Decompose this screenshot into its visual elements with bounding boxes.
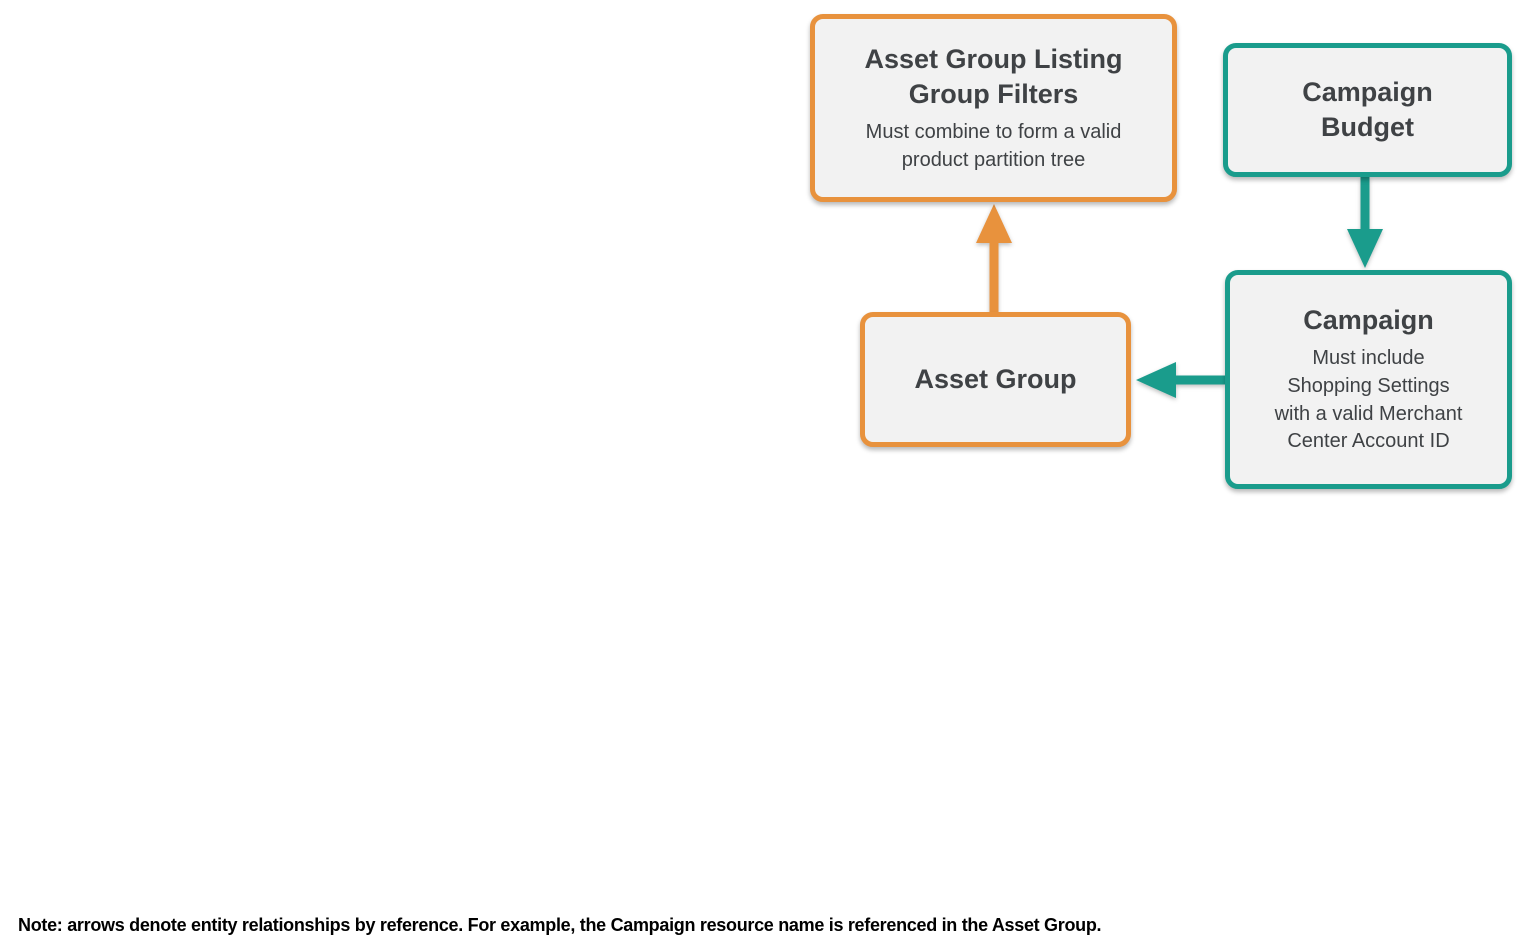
arrow-asset-group-to-listing-filters bbox=[976, 204, 1012, 312]
arrow-campaign-to-asset-group bbox=[1136, 362, 1225, 398]
node-asset-group-listing-group-filters: Asset Group Listing Group Filters Must c… bbox=[810, 14, 1177, 202]
node-title: Asset Group Listing Group Filters bbox=[864, 43, 1123, 109]
node-title: Asset Group bbox=[914, 363, 1077, 394]
arrow-campaign-budget-to-campaign bbox=[1347, 177, 1383, 268]
node-asset-group: Asset Group bbox=[860, 312, 1131, 447]
node-campaign: Campaign Must include Shopping Settings … bbox=[1225, 270, 1512, 489]
node-subtitle: Must include Shopping Settings with a va… bbox=[1274, 347, 1463, 453]
node-title: Campaign bbox=[1303, 305, 1434, 336]
node-title: Campaign Budget bbox=[1302, 76, 1433, 142]
footnote: Note: arrows denote entity relationships… bbox=[18, 915, 1102, 935]
node-subtitle: Must combine to form a valid product par… bbox=[865, 121, 1122, 171]
node-campaign-budget: Campaign Budget bbox=[1223, 43, 1512, 177]
